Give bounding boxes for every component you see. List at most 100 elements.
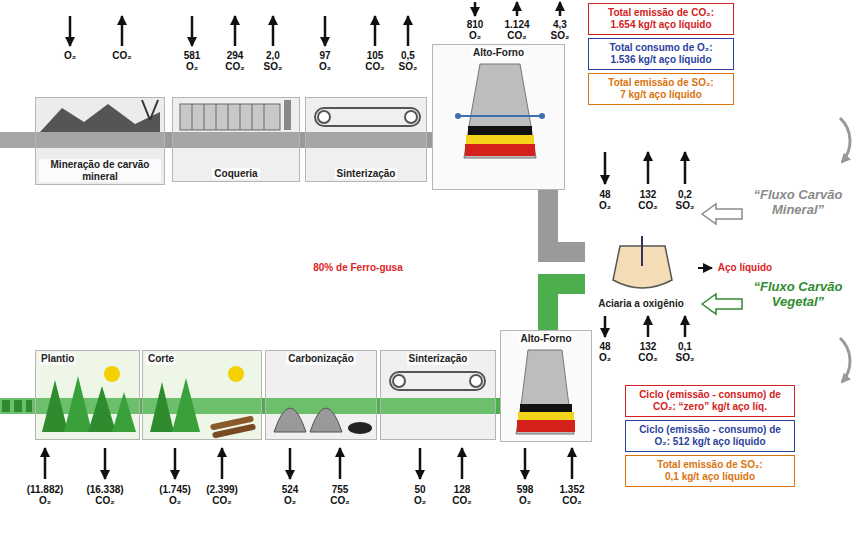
flow-arrow [221,448,224,479]
output-label: Aço líquido [718,262,772,273]
emission-value: (2.399) CO₂ [206,484,238,506]
process-flow-band [548,284,585,330]
summary-text: 0,1 kg/t aço líquido [630,471,790,483]
blast-furnace-drawing [517,420,575,432]
sinter-drawing [390,372,485,390]
process-band [0,132,432,148]
emission-value: CO₂ [112,50,131,61]
emission-value: 598 O₂ [517,484,534,506]
mine-drawing [40,100,160,132]
blast-furnace-drawing [458,115,542,117]
flow-arrow [174,448,177,479]
coke-oven-drawing [240,104,241,130]
emission-value: (1.745) O₂ [159,484,191,506]
summary-text: Ciclo (emissão - consumo) de O₂: 512 kg/… [630,424,790,448]
coke-oven-drawing [228,104,229,130]
coke-oven-drawing [216,104,217,130]
process-stage: Coqueria [172,97,300,182]
blast-furnace-drawing [465,144,535,156]
flow-arrow [289,448,292,479]
converter-drawing [698,267,712,269]
process-flow-band [165,132,172,148]
flow-arrow [104,448,107,479]
blast-furnace-drawing [468,126,532,135]
summary-box: Total consumo de O₂:1.536 kg/t aço líqui… [588,38,734,70]
emission-value: (16.338) CO₂ [86,484,123,506]
flow-arrow [684,152,687,184]
coke-oven-drawing [264,104,265,130]
process-stage: Carbonização [265,350,377,440]
sinter-drawing [315,108,420,126]
panel-ground [142,350,262,440]
summary-box: Ciclo (emissão - consumo) de O₂: 512 kg/… [625,420,795,452]
flow-arrow [374,16,377,46]
summary-text: 7 kg/t aço líquido [593,89,729,101]
charcoal-kiln-drawing [274,408,372,434]
panel-ground [380,350,496,440]
process-stage: Aciaria a oxigênio [585,230,697,312]
emission-value: 97 O₂ [319,50,331,72]
stage-caption: Aciaria a oxigênio [596,298,686,310]
sinter-drawing [315,108,485,390]
process-stage: Sinterização [380,350,496,440]
blast-furnace-drawing [520,404,572,412]
coke-oven-drawing [204,104,205,130]
sinter-drawing [405,111,417,123]
summary-text: Ciclo (emissão - consumo) de CO₂: “zero”… [630,389,790,413]
summary-text: Total emissão de CO₂: [593,7,729,19]
panel-ground [265,350,377,440]
flow-arrow [647,152,650,184]
process-stage: Alto-Forno [500,330,592,442]
stage-caption: Alto-Forno [471,47,526,59]
mine-drawing [40,104,160,132]
charcoal-kiln-drawing [274,408,306,432]
forest-drawing [150,382,174,432]
forest-drawing [42,366,256,439]
stage-caption: Plantio [39,353,76,365]
process-stage: Corte [142,350,262,440]
panel-ground [35,44,592,442]
forest-drawing [172,378,200,432]
emission-value: 48 O₂ [599,189,611,211]
flow-arrow [524,448,527,479]
process-stage: Mineração de carvão mineral [35,97,165,185]
coke-oven-drawing [180,104,280,130]
emission-value: 2,0 SO₂ [264,50,283,72]
sinter-drawing [318,111,330,123]
emission-value: 4,3 SO₂ [551,19,570,41]
summary-box: Total emissão de SO₂:0,1 kg/t aço líquid… [625,455,795,487]
converter-drawing [641,236,643,266]
flow-arrow [339,448,342,479]
emission-value: 0,5 SO₂ [399,50,418,72]
flow-arrow [604,152,607,184]
emission-value: 294 CO₂ [225,50,244,72]
emission-value: 581 O₂ [184,50,201,72]
forest-drawing [64,376,92,432]
charcoal-kiln-drawing [348,422,372,434]
flow-arrow [121,16,124,46]
summary-text: Total emissão de SO₂: [630,459,790,471]
stage-caption: Sinterização [335,168,398,180]
emission-value: 105 CO₂ [365,50,384,72]
summary-text: Total emissão de SO₂: [593,77,729,89]
mine-drawing [150,100,158,120]
panel-ground [500,330,592,442]
blast-furnace-drawing [466,135,534,144]
process-band [26,400,32,412]
forest-drawing [42,380,68,432]
flow-arrow [234,16,237,46]
flow-pointer [840,118,850,162]
flow-arrow [559,2,562,16]
process-band [0,132,500,414]
process-stage: Plantio [35,350,140,440]
stage-caption: Sinterização [407,353,470,365]
emission-value: 0,2 SO₂ [676,189,695,211]
process-flow-band [548,190,585,252]
flow-name: “Fluxo Carvão Mineral” [746,188,850,218]
stage-caption: Carbonização [286,353,356,365]
flow-arrow [684,316,687,337]
stage-caption: Coqueria [212,168,259,180]
emission-value: 0,1 SO₂ [676,341,695,363]
flow-arrow [461,448,464,479]
emission-value: 50 O₂ [414,484,426,506]
